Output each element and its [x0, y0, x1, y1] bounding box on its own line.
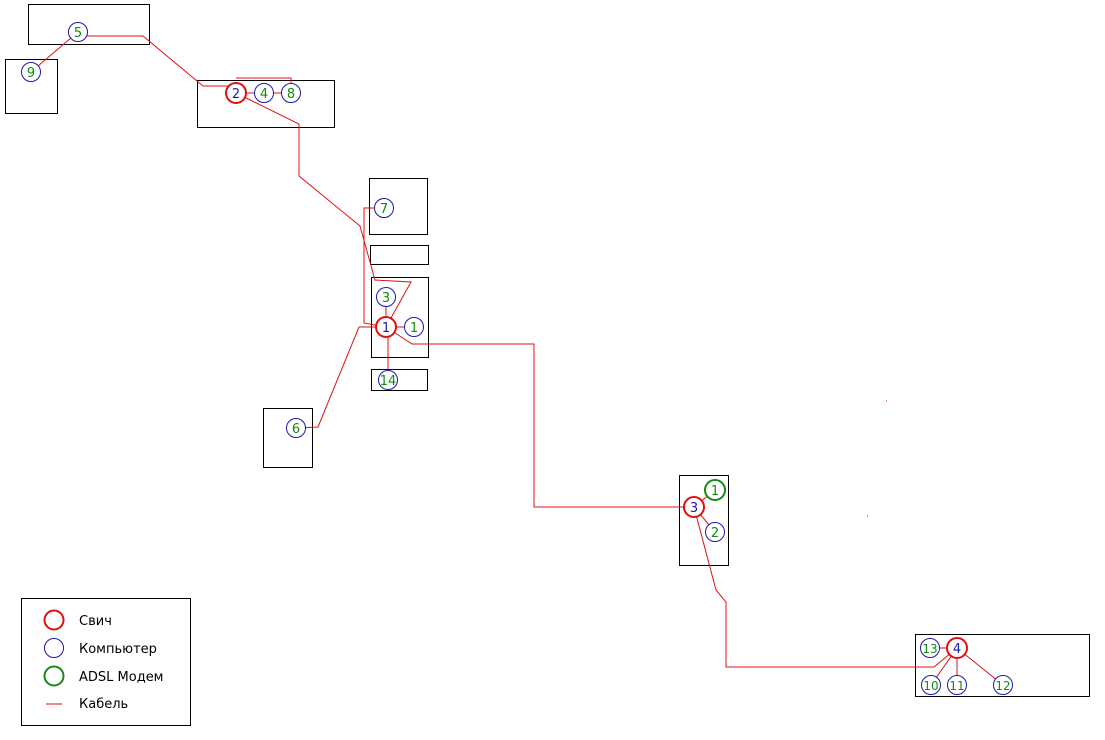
computer-icon — [947, 675, 967, 695]
computer-icon — [21, 62, 41, 82]
switch-label: 2 — [232, 87, 240, 102]
computer-label: 4 — [260, 87, 268, 102]
switch-icon — [683, 496, 705, 518]
switch-icon — [375, 316, 397, 338]
rooms — [5, 4, 1090, 726]
cable — [30, 31, 79, 73]
room-box — [197, 80, 335, 128]
computer-label: 3 — [382, 291, 390, 306]
computer-label: 11 — [949, 679, 964, 693]
computer-icon — [921, 675, 941, 695]
computer-label: 6 — [292, 422, 300, 437]
legend-computer-icon — [44, 638, 64, 658]
computer-label: 1 — [410, 321, 418, 336]
legend-switch-label: Свич — [79, 614, 112, 629]
room-box — [915, 634, 1090, 697]
computer-label: 12 — [995, 679, 1010, 693]
room-box — [263, 408, 313, 468]
room-box — [371, 369, 428, 391]
legend-cable-label: Кабель — [79, 697, 128, 712]
computer-icon — [281, 83, 301, 103]
room-box — [28, 4, 150, 45]
switch-icon — [946, 637, 968, 659]
cable — [385, 326, 694, 508]
room-box — [5, 59, 58, 114]
cables — [30, 31, 1004, 686]
room-box — [371, 277, 429, 358]
cable — [235, 92, 412, 328]
computer-icon — [374, 198, 394, 218]
room-box — [370, 245, 429, 265]
legend-box — [21, 598, 191, 726]
computer-label: 13 — [922, 642, 937, 656]
computer-icon — [254, 83, 274, 103]
switch-label: 3 — [690, 501, 698, 516]
computer-icon — [920, 638, 940, 658]
computer-icon — [404, 317, 424, 337]
computer-label: 9 — [27, 66, 35, 81]
computer-icon — [993, 675, 1013, 695]
cable — [363, 207, 387, 328]
computer-icon — [376, 287, 396, 307]
computer-icon — [286, 418, 306, 438]
computer-label: 14 — [380, 374, 397, 389]
computer-label: 5 — [74, 26, 82, 41]
modem-label: 1 — [711, 484, 719, 499]
computer-label: 8 — [287, 87, 295, 102]
computer-label: 7 — [380, 202, 388, 217]
nodes: 2 1 3 4 5 9 4 8 7 3 1 14 6 2 13 10 — [21, 22, 1013, 695]
switch-label: 1 — [382, 321, 390, 336]
computer-icon — [378, 370, 398, 390]
legend: Свич Компьютер ADSL Модем Кабель — [43, 609, 164, 712]
cable — [295, 326, 386, 429]
legend-computer-label: Компьютер — [79, 642, 157, 657]
room-box — [369, 178, 428, 235]
switch-icon — [225, 82, 247, 104]
cable — [693, 506, 958, 668]
modem-icon — [704, 479, 726, 501]
cable — [77, 31, 236, 87]
legend-modem-label: ADSL Модем — [79, 670, 164, 685]
computer-label: 10 — [923, 679, 938, 693]
computer-icon — [68, 22, 88, 42]
room-box — [679, 475, 729, 566]
legend-modem-icon — [43, 665, 65, 687]
computer-icon — [705, 522, 725, 542]
computer-label: 2 — [711, 526, 719, 541]
legend-switch-icon — [43, 609, 65, 631]
switch-label: 4 — [953, 642, 961, 657]
